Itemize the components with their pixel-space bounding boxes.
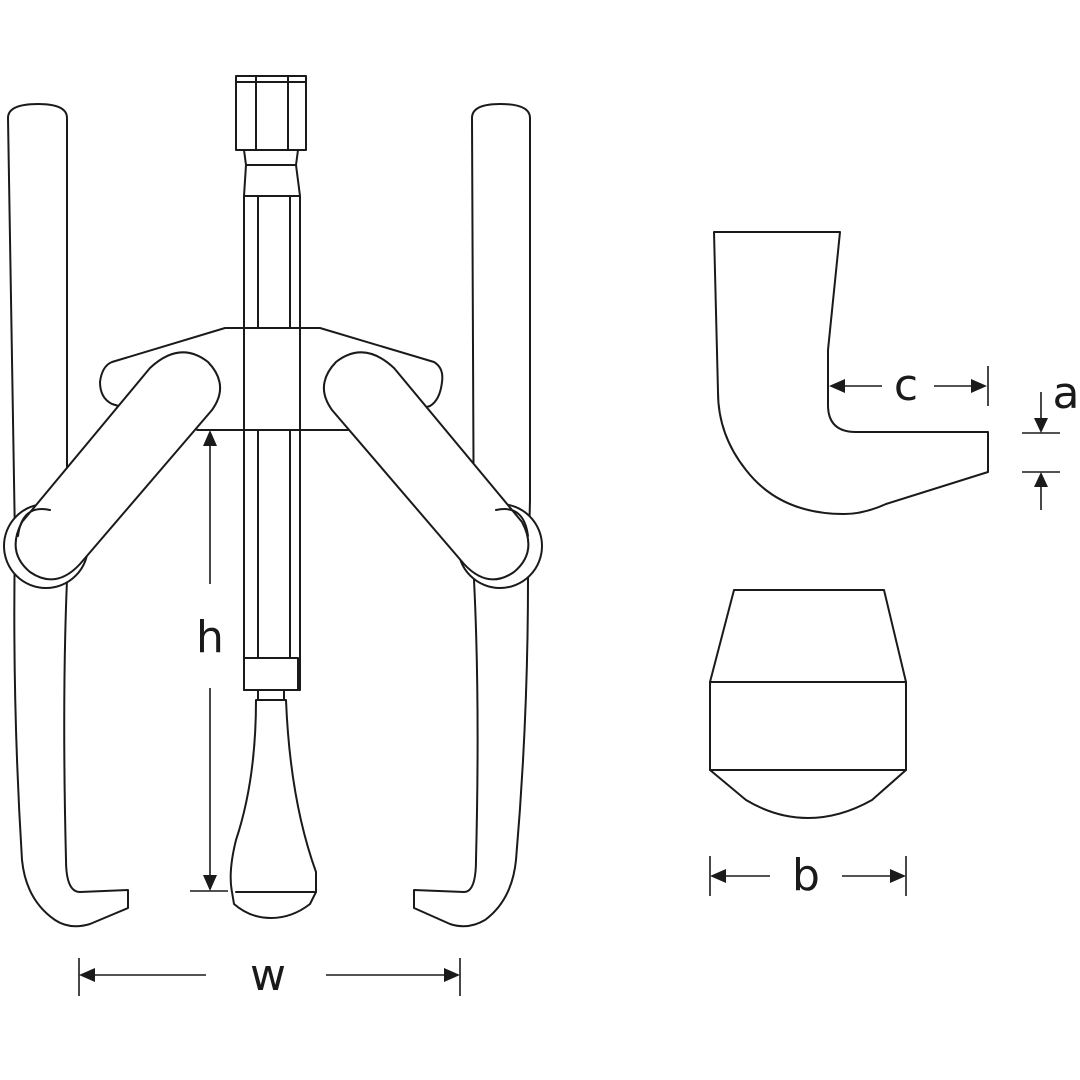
dimension-h: h (190, 429, 228, 892)
right-arm (413, 103, 531, 928)
label-w: w (250, 950, 286, 1001)
label-b: b (792, 850, 820, 901)
jaw-front-outline (709, 589, 907, 819)
left-arm (7, 103, 129, 928)
left-link-arm (14, 351, 221, 581)
jaw-front-view: b (709, 589, 907, 901)
right-link-arm (323, 351, 530, 581)
dimension-w: w (78, 950, 461, 1001)
center-leg (229, 699, 317, 919)
label-a: a (1053, 368, 1080, 419)
puller-drawing (3, 75, 543, 928)
jaw-side-outline (713, 231, 989, 515)
hex-nut (235, 75, 307, 166)
label-h: h (196, 612, 224, 663)
jaw-side-view: c a (713, 231, 1080, 515)
spindle-shaft (243, 164, 301, 713)
label-c: c (894, 360, 918, 411)
